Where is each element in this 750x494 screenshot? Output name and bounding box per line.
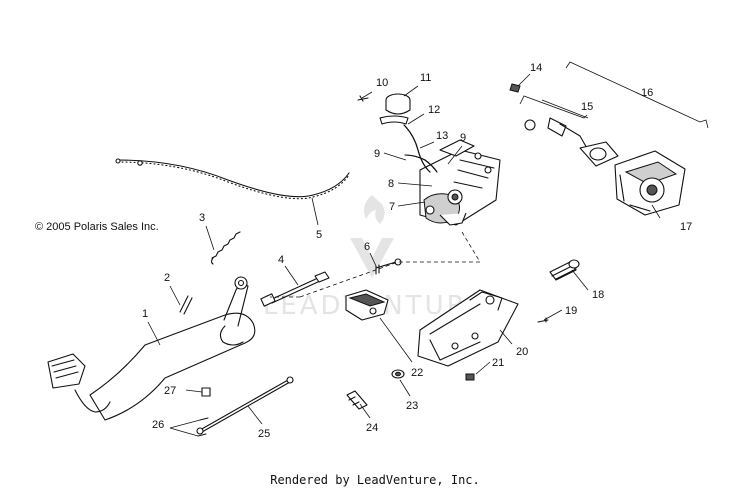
footer-credit: Rendered by LeadVenture, Inc.	[270, 473, 480, 487]
callout-23: 23	[406, 400, 418, 412]
callout-13: 13	[436, 130, 448, 142]
cotter-pins-part	[197, 417, 209, 437]
callout-24: 24	[366, 422, 378, 434]
callout-27: 27	[164, 385, 176, 397]
callout-9b: 9	[460, 132, 466, 144]
reservoir-screw-part	[357, 95, 369, 102]
callout-1: 1	[142, 308, 148, 320]
callout-21: 21	[492, 357, 504, 369]
nut-part	[391, 369, 405, 379]
brake-pedal-part	[47, 276, 256, 421]
callout-12: 12	[428, 104, 440, 116]
return-spring-part	[210, 231, 241, 265]
callout-26: 26	[152, 419, 164, 431]
callout-16: 16	[641, 87, 653, 99]
callout-9a: 9	[374, 148, 380, 160]
mounting-plate-part	[417, 289, 519, 367]
callout-2: 2	[164, 272, 170, 284]
callout-22: 22	[411, 367, 423, 379]
callout-8: 8	[388, 178, 394, 190]
top-bolt-part	[509, 83, 521, 93]
cotter-pin-part	[179, 295, 193, 315]
master-cylinder-part	[419, 139, 501, 226]
callout-labels: 1 2 3 4 5 6 7 8 9 9 10 11 12 13 14 15 16…	[142, 62, 692, 440]
plate-bolt-part	[465, 373, 475, 381]
callout-5: 5	[316, 229, 322, 241]
callout-18: 18	[592, 289, 604, 301]
callout-25: 25	[258, 428, 270, 440]
tie-rod-part	[196, 376, 294, 435]
bracket-16	[565, 61, 709, 129]
sensor-part	[549, 259, 580, 281]
callout-7: 7	[389, 201, 395, 213]
brake-cable-part	[115, 158, 350, 200]
bracket-15	[519, 95, 589, 119]
callout-6: 6	[364, 241, 370, 253]
pivot-bolt-part	[346, 390, 368, 410]
callout-19: 19	[565, 305, 577, 317]
brake-switch-part	[524, 117, 619, 167]
callout-10: 10	[376, 77, 388, 89]
callout-20: 20	[516, 346, 528, 358]
small-bolt-part	[201, 387, 211, 397]
callout-17: 17	[680, 221, 692, 233]
routing-line	[299, 231, 481, 298]
brake-caliper-part	[614, 150, 686, 216]
copyright-text: © 2005 Polaris Sales Inc.	[35, 221, 159, 233]
callout-11: 11	[420, 72, 431, 84]
callout-4: 4	[278, 254, 284, 266]
reservoir-and-hose-part	[379, 93, 438, 173]
clevis-rod-part	[260, 271, 330, 307]
callout-15: 15	[581, 101, 593, 113]
callout-3: 3	[199, 212, 205, 224]
mount-bracket-part	[345, 289, 389, 321]
link-bolt-part	[375, 258, 402, 275]
callout-14: 14	[530, 62, 542, 74]
leader-lines	[147, 73, 661, 437]
